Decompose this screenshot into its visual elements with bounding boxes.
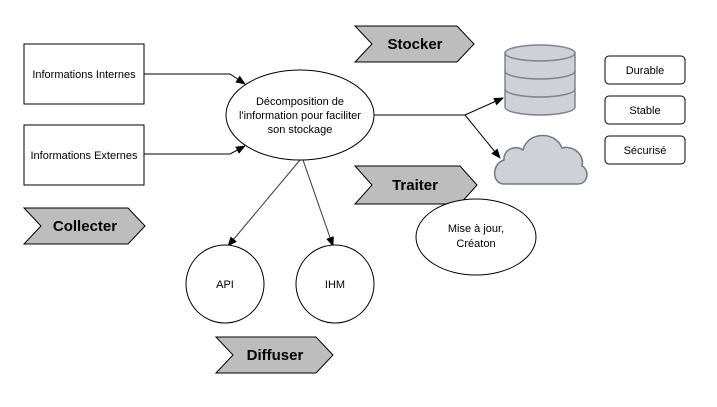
source-external-label: Informations Externes [31,150,138,162]
quality-box-durable: Durable [604,55,686,85]
output-ihm: IHM [295,244,375,324]
quality-box-stable: Stable [604,95,686,125]
quality-stable-label: Stable [629,105,660,117]
connector-center-to-cloud [464,114,501,159]
database-cylinder-icon [504,44,576,116]
stage-chevron-collect: Collecter [22,207,146,245]
connector-external-to-center [144,145,246,155]
process-line-2: Créaton [456,238,495,250]
center-line-3: son stockage [268,124,333,136]
stage-collect-label: Collecter [53,218,117,235]
source-box-external: Informations Externes [23,124,145,186]
stage-process-label: Traiter [392,177,438,194]
stage-chevron-store: Stocker [353,25,475,63]
quality-durable-label: Durable [626,65,665,77]
source-internal-label: Informations Internes [32,69,136,81]
stage-distribute-label: Diffuser [247,347,304,364]
quality-box-secure: Sécurisé [604,135,686,165]
source-box-internal: Informations Internes [23,43,145,105]
process-node: Mise à jour, Créaton [415,198,537,276]
stage-chevron-process: Traiter [353,165,478,205]
cloud-icon [493,134,588,185]
center-line-1: Décomposition de [256,96,344,108]
stage-chevron-distribute: Diffuser [214,336,334,374]
connector-internal-to-center [144,73,246,85]
output-ihm-label: IHM [325,279,345,291]
connector-center-to-storage [373,97,504,116]
center-node: Décomposition de l'information pour faci… [225,69,375,161]
connector-center-to-api [227,159,301,247]
center-line-2: l'information pour faciliter [239,110,361,122]
connector-center-to-ihm [302,159,334,247]
output-api-label: API [216,279,234,291]
quality-secure-label: Sécurisé [624,145,667,157]
stage-store-label: Stocker [387,36,442,53]
output-api: API [185,244,265,324]
process-line-1: Mise à jour, [448,223,504,235]
